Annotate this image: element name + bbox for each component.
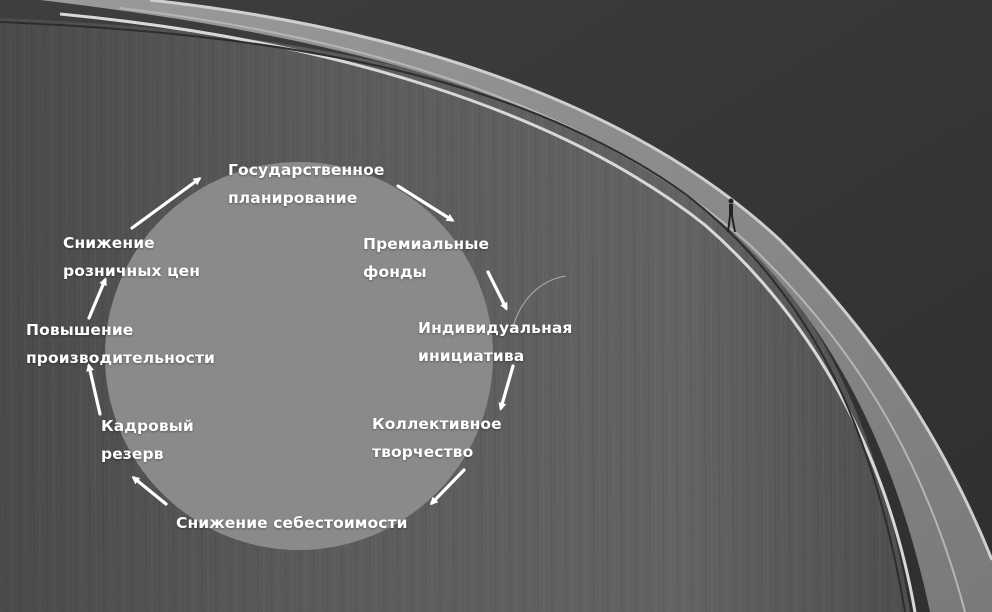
arrow-8 (130, 177, 202, 230)
node-snizh-sebest: Снижение себестоимости (176, 514, 408, 532)
node-gos-plan: Государственное планирование (228, 161, 385, 207)
arrow-3 (498, 364, 515, 411)
node-koll-tvor: Коллективное творчество (372, 415, 502, 461)
node-indiv-init: Индивидуальная инициатива (418, 319, 573, 365)
node-snizh-tsen: Снижение розничных цен (63, 234, 201, 280)
arrow-5 (131, 476, 168, 506)
rope-line (511, 275, 567, 331)
arrow-1 (396, 184, 455, 222)
arrow-6 (86, 363, 102, 416)
node-kadr-rezerv: Кадровый резерв (101, 417, 194, 463)
cycle-arrows (86, 177, 515, 506)
arrow-7 (87, 277, 107, 320)
node-prem-fondy: Премиальные фонды (363, 235, 490, 281)
arrow-2 (486, 270, 508, 311)
center-circle (105, 162, 493, 550)
node-povysh-proizv: Повышение производительности (26, 321, 215, 367)
arrow-4 (429, 468, 466, 506)
dam-crest (40, 0, 992, 612)
person-figure (727, 198, 736, 233)
